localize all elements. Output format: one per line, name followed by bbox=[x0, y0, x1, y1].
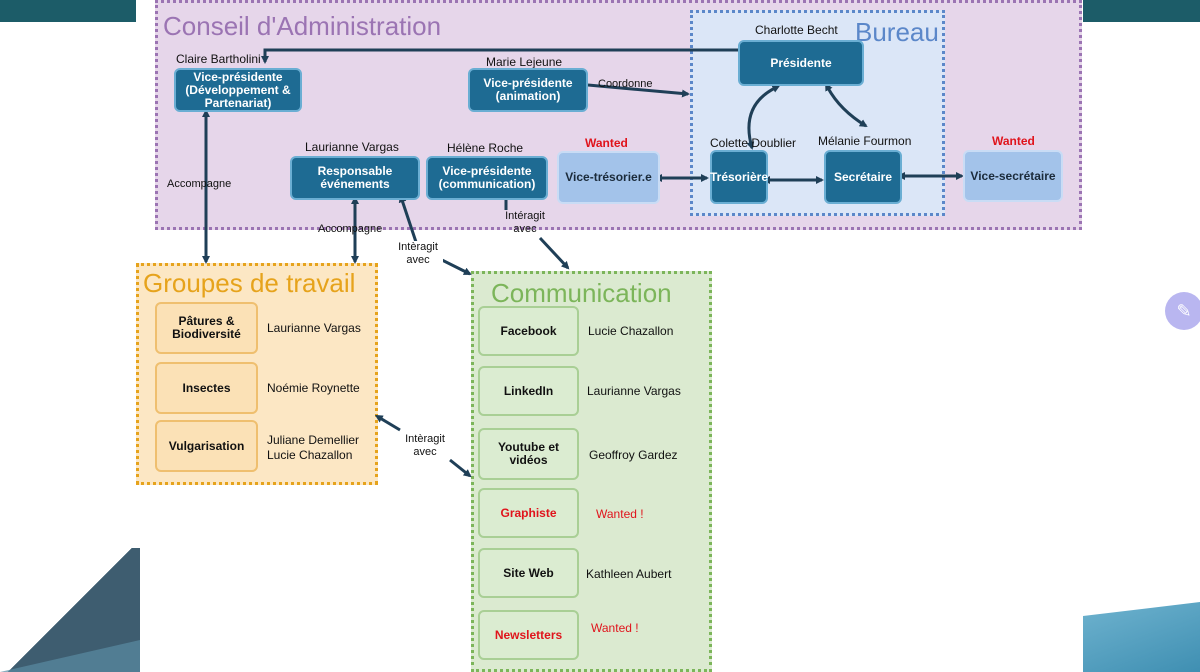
comm-people-facebook: Lucie Chazallon bbox=[588, 324, 674, 338]
arrow-vp-anim-presidente bbox=[587, 83, 690, 98]
slide-decoration-right bbox=[1083, 602, 1200, 672]
wg-node-insectes[interactable]: Insectes bbox=[155, 362, 258, 414]
wg-people-vulgarisation: Juliane Demellier Lucie Chazallon bbox=[267, 433, 360, 462]
edge-label-interagit-2: Intéragit avec bbox=[505, 210, 545, 235]
person-claire: Claire Bartholini bbox=[176, 52, 261, 66]
person-marie: Marie Lejeune bbox=[486, 55, 563, 69]
wg-people-insectes: Noémie Roynette bbox=[267, 381, 360, 395]
node-presidente[interactable]: Présidente bbox=[738, 40, 864, 86]
person-melanie: Mélanie Fourmon bbox=[818, 134, 912, 148]
node-vp-developpement[interactable]: Vice-présidente (Développement & Partena… bbox=[174, 68, 302, 112]
comm-node-youtube[interactable]: Youtube et vidéos bbox=[478, 428, 579, 480]
group-title-comm: Communication bbox=[491, 278, 672, 308]
edge-label-coordonne: Coordonne bbox=[598, 78, 653, 90]
person-charlotte: Charlotte Becht bbox=[755, 23, 838, 37]
wg-node-vulgarisation[interactable]: Vulgarisation bbox=[155, 420, 258, 472]
slide-top-bar-right bbox=[1083, 0, 1200, 22]
wg-people-patures: Laurianne Vargas bbox=[267, 321, 361, 335]
arrow-vp-comm-comm bbox=[504, 200, 568, 268]
node-secretaire[interactable]: Secrétaire bbox=[824, 150, 902, 204]
comm-node-linkedin[interactable]: LinkedIn bbox=[478, 366, 579, 416]
arrow-presidente-vp-dev bbox=[261, 48, 738, 64]
group-title-ca: Conseil d'Administration bbox=[163, 11, 442, 41]
edge-label-interagit-1: Intèragit avec bbox=[393, 241, 443, 267]
person-colette: Colette Doublier bbox=[710, 136, 797, 150]
wanted-label-vice-secretaire: Wanted bbox=[992, 134, 1035, 148]
node-vice-tresorier[interactable]: Vice-trésorier.e bbox=[557, 151, 660, 204]
node-vice-secretaire[interactable]: Vice-secrétaire bbox=[963, 150, 1063, 202]
arrow-gt-comm bbox=[380, 418, 470, 476]
comm-node-graphiste[interactable]: Graphiste bbox=[478, 488, 579, 538]
person-laurianne: Laurianne Vargas bbox=[305, 140, 399, 154]
edge-label-interagit-3: Intèragit avec bbox=[400, 433, 450, 459]
comm-people-youtube: Geoffroy Gardez bbox=[589, 448, 678, 462]
group-title-gt: Groupes de travail bbox=[143, 268, 356, 298]
arrow-presidente-secretaire bbox=[825, 82, 868, 128]
comm-node-facebook[interactable]: Facebook bbox=[478, 306, 579, 356]
edge-label-accompagne-2: Accompagne bbox=[318, 223, 383, 235]
comm-people-linkedin: Laurianne Vargas bbox=[587, 384, 681, 398]
comm-node-site-web[interactable]: Site Web bbox=[478, 548, 579, 598]
wg-node-patures[interactable]: Pâtures & Biodiversité bbox=[155, 302, 258, 354]
pen-icon[interactable]: ✎ bbox=[1165, 292, 1200, 330]
person-helene: Hélène Roche bbox=[447, 141, 524, 155]
group-title-bureau: Bureau bbox=[855, 17, 939, 47]
wanted-label-vice-tresorier: Wanted bbox=[585, 136, 628, 150]
node-vp-communication[interactable]: Vice-présidente (communication) bbox=[426, 156, 548, 200]
node-vp-animation[interactable]: Vice-présidente (animation) bbox=[468, 68, 588, 112]
node-tresoriere[interactable]: Trésorière bbox=[710, 150, 768, 204]
slide-top-bar-left bbox=[0, 0, 136, 22]
edge-label-accompagne-1: Accompagne bbox=[167, 178, 232, 190]
arrow-presidente-tresoriere bbox=[746, 85, 781, 150]
comm-node-newsletters[interactable]: Newsletters bbox=[478, 610, 579, 660]
node-responsable-evenements[interactable]: Responsable événements bbox=[290, 156, 420, 200]
comm-people-newsletters: Wanted ! bbox=[591, 621, 639, 635]
comm-people-site-web: Kathleen Aubert bbox=[586, 567, 672, 581]
comm-people-graphiste: Wanted ! bbox=[596, 507, 644, 521]
